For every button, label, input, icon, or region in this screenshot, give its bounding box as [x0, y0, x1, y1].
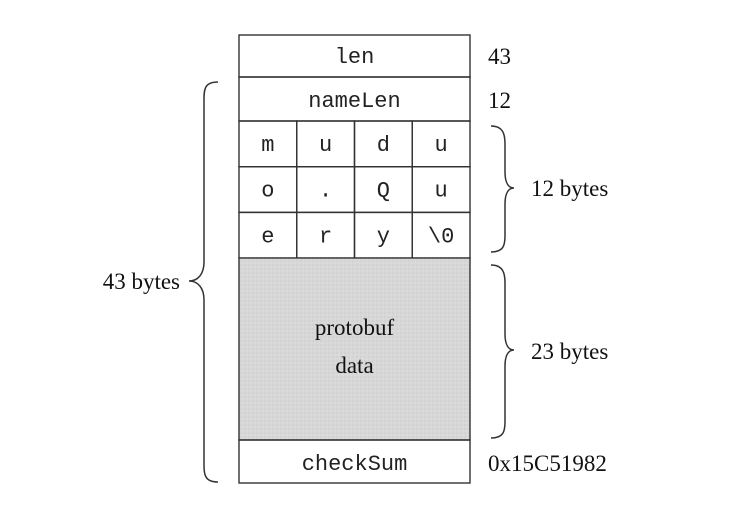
name-char: m: [261, 133, 274, 158]
name-char: u: [435, 179, 448, 204]
name-char: u: [435, 133, 448, 158]
checksum-field: [238, 439, 471, 484]
name-char: y: [377, 224, 390, 249]
namelen-value: 12: [488, 88, 511, 113]
protobuf-label-line1: protobuf: [315, 315, 395, 340]
name-char: \0: [428, 224, 454, 249]
protobuf-data-block: [238, 257, 471, 441]
name-char: o: [261, 179, 274, 204]
name-char: e: [261, 224, 274, 249]
checksum-label: checkSum: [302, 452, 408, 477]
name-char: r: [319, 224, 332, 249]
name-char: d: [377, 133, 390, 158]
len-value: 43: [488, 44, 511, 69]
protobuf-bytes-label: 23 bytes: [531, 339, 608, 364]
name-bytes-label: 12 bytes: [531, 176, 608, 201]
checksum-value: 0x15C51982: [488, 451, 607, 476]
total-bytes-label: 43 bytes: [103, 269, 180, 294]
protobuf-bytes-brace: [490, 264, 515, 439]
protobuf-label-line2: data: [335, 353, 373, 378]
name-bytes-brace: [490, 125, 515, 253]
name-char: .: [319, 179, 332, 204]
total-bytes-brace: [188, 81, 219, 483]
name-char: u: [319, 133, 332, 158]
namelen-label: nameLen: [308, 89, 400, 114]
name-char: Q: [377, 179, 390, 204]
len-label: len: [335, 45, 375, 70]
